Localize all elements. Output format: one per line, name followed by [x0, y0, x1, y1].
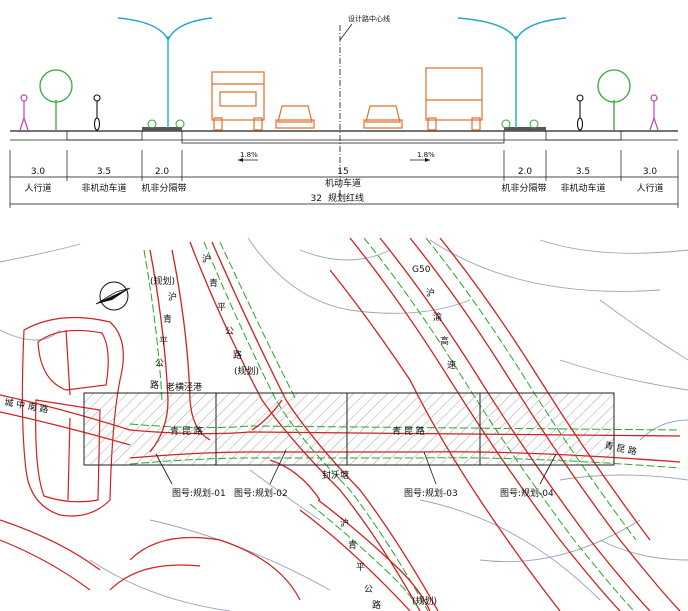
segment-label: 非机动车道 — [560, 182, 605, 194]
sheet-label-03: 图号:规划-03 — [404, 487, 458, 499]
road-char: 青 — [209, 277, 218, 289]
slope-label-right: 1.8% — [417, 151, 435, 159]
road-label-chengzhongnan: 城 中 南 路 — [3, 396, 49, 416]
north-arrow-icon — [95, 281, 131, 311]
road-char: 公 — [364, 584, 373, 595]
left-bike-lane-slab — [66, 130, 143, 141]
right-bike-lane-slab — [545, 130, 622, 141]
segment-width: 2.0 — [518, 167, 533, 177]
centerline-leader — [339, 23, 353, 41]
road-char: 渝 — [433, 311, 442, 323]
cyclist-right-icon — [576, 94, 584, 131]
road-char: 平 — [217, 302, 226, 313]
segment-width: 3.0 — [643, 167, 658, 177]
road-char: 公 — [225, 326, 234, 337]
sheet-leaders — [155, 449, 557, 485]
plan-strip-hatch — [84, 393, 614, 465]
segment-label: 人行道 — [636, 182, 663, 194]
road-char: 沪 — [340, 517, 349, 529]
huqingping-lower-greenline — [309, 503, 421, 611]
segment-width: 3.5 — [576, 167, 590, 177]
sheet-label-02: 图号:规划-02 — [234, 487, 288, 499]
arrow-head-icon — [238, 158, 243, 162]
river-label: 封沃塘 — [322, 469, 349, 481]
sheet-label-01: 图号:规划-01 — [172, 487, 226, 499]
right-separator — [504, 127, 546, 131]
road-label-planned: (规划) — [150, 275, 175, 287]
road-cross-section: 设计路中心线 — [9, 14, 679, 208]
tree-right — [597, 69, 631, 130]
road-label-qingkun: 青 昆 路 — [170, 425, 203, 437]
segment-label: 机动车道 — [325, 177, 361, 189]
street-lamp-right — [457, 17, 567, 128]
segment-label: 人行道 — [24, 182, 51, 194]
segment-label: 非机动车道 — [81, 182, 126, 194]
slope-label-left: 1.8% — [240, 151, 258, 159]
car-right — [363, 105, 403, 129]
road-char: 平 — [159, 336, 168, 347]
carriageway-slab — [181, 130, 505, 144]
left-separator — [142, 127, 182, 131]
road-label-qingkun: 青 昆 路 — [392, 425, 425, 437]
pedestrian-left-icon — [19, 94, 29, 131]
street-lamp-left — [117, 17, 213, 128]
road-char: 沪 — [426, 287, 435, 299]
segment-width: 2.0 — [155, 167, 170, 177]
road-char: 沪 — [168, 291, 177, 303]
segment-width: 15 — [337, 167, 348, 177]
car-left — [275, 105, 315, 129]
plan-strip-frame — [83, 392, 615, 466]
road-char: 速 — [447, 360, 456, 371]
road-char: 青 — [163, 313, 172, 325]
total-width: 32 — [311, 194, 322, 204]
sheet-label-04: 图号:规划-04 — [500, 487, 554, 499]
tree-left — [39, 69, 73, 130]
river-label: 老横泾港 — [166, 381, 202, 393]
truck-left — [211, 71, 265, 131]
dim-ticks — [9, 150, 679, 208]
pedestrian-right-icon — [649, 94, 659, 131]
g50-expressway-greenline — [363, 238, 637, 611]
road-label-planned: (规划) — [234, 365, 259, 377]
shrub-icon — [175, 119, 185, 129]
total-label: 规划红线 — [328, 192, 364, 204]
road-char: 路 — [233, 349, 242, 361]
west-district-roads — [0, 316, 301, 601]
road-char: 路 — [150, 379, 159, 391]
road-char: 公 — [155, 358, 164, 369]
road-char: 平 — [356, 562, 365, 573]
shrub-icon — [529, 119, 539, 129]
shrub-icon — [501, 119, 511, 129]
road-char: 路 — [372, 599, 381, 611]
segment-label: 机非分隔带 — [141, 182, 186, 194]
segment-width: 3.0 — [31, 167, 46, 177]
segment-label: 机非分隔带 — [501, 182, 546, 194]
shrub-icon — [147, 119, 157, 129]
truck-right — [425, 67, 483, 131]
road-char: 青 — [348, 539, 357, 551]
background-lines — [0, 238, 688, 611]
cyclist-left-icon — [93, 94, 101, 131]
arrow-head-icon — [425, 158, 430, 162]
road-label-g50-code: G50 — [412, 265, 431, 275]
road-char: 沪 — [202, 253, 211, 265]
road-char: 高 — [440, 335, 449, 347]
road-label-planned: (规划) — [412, 595, 437, 607]
segment-width: 3.5 — [97, 167, 111, 177]
huqingping-lower-edges — [299, 499, 431, 611]
centerline-label: 设计路中心线 — [348, 14, 390, 23]
